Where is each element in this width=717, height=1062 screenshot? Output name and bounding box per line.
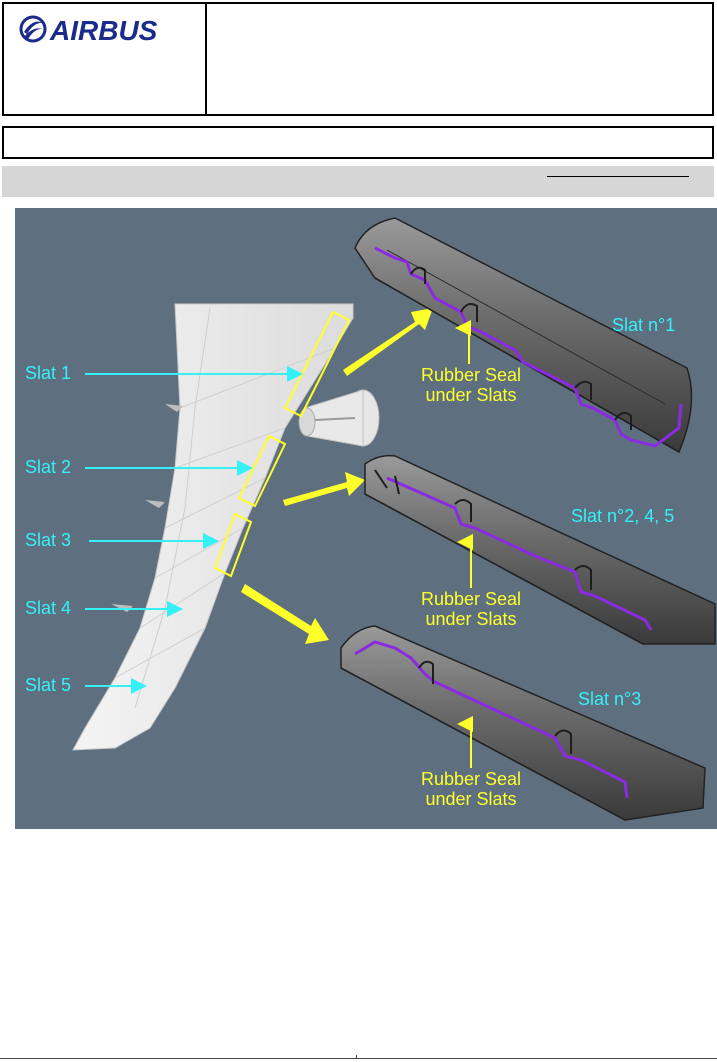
figure-drawing (72, 217, 716, 821)
callout-arrows (241, 308, 433, 644)
title-bar (2, 166, 714, 197)
slat-2-4-5-panel-title: Slat n°2, 4, 5 (571, 506, 675, 526)
seal-caption-2-line1: Rubber Seal (420, 589, 522, 609)
slat-3-label: Slat 3 (25, 530, 72, 550)
wing-planform (72, 303, 354, 751)
slat-3-panel (340, 625, 706, 821)
footer-divider-tick (356, 1055, 357, 1059)
airbus-logo: AIRBUS (18, 14, 188, 46)
header-divider (205, 2, 207, 116)
seal-caption-3-line2: under Slats (425, 789, 517, 809)
seal-caption-1-line1: Rubber Seal (420, 365, 522, 385)
seal-pointer-arrows (455, 320, 473, 768)
slat-5-label: Slat 5 (25, 675, 72, 695)
slat-1-panel-title: Slat n°1 (612, 315, 676, 335)
seal-caption-3: Rubber Seal under Slats (411, 769, 531, 809)
slat-pointer-arrows (85, 366, 303, 694)
slat-2-4-5-panel (364, 454, 716, 645)
seal-caption-1-line2: under Slats (425, 385, 517, 405)
airbus-logo-mark: AIRBUS (19, 15, 158, 46)
seal-caption-2: Rubber Seal under Slats (411, 589, 531, 629)
seal-caption-1: Rubber Seal under Slats (411, 365, 531, 405)
slat-1-label: Slat 1 (25, 363, 72, 383)
seal-caption-2-line2: under Slats (425, 609, 517, 629)
slat-4-label: Slat 4 (25, 598, 72, 618)
reference-bar (2, 126, 714, 159)
title-bar-underline (547, 176, 689, 177)
slat-2-label: Slat 2 (25, 457, 72, 477)
slat-1-panel (354, 217, 693, 454)
footer-rule (0, 1058, 717, 1059)
seal-caption-3-line1: Rubber Seal (420, 769, 522, 789)
slat-3-panel-title: Slat n°3 (578, 689, 642, 709)
engine-nacelle (298, 389, 380, 447)
header-box (2, 2, 714, 116)
slat-seal-figure: Slat 1 Slat 2 Slat 3 Slat 4 Slat 5 Slat … (15, 208, 717, 829)
airbus-logo-text: AIRBUS (49, 15, 158, 44)
